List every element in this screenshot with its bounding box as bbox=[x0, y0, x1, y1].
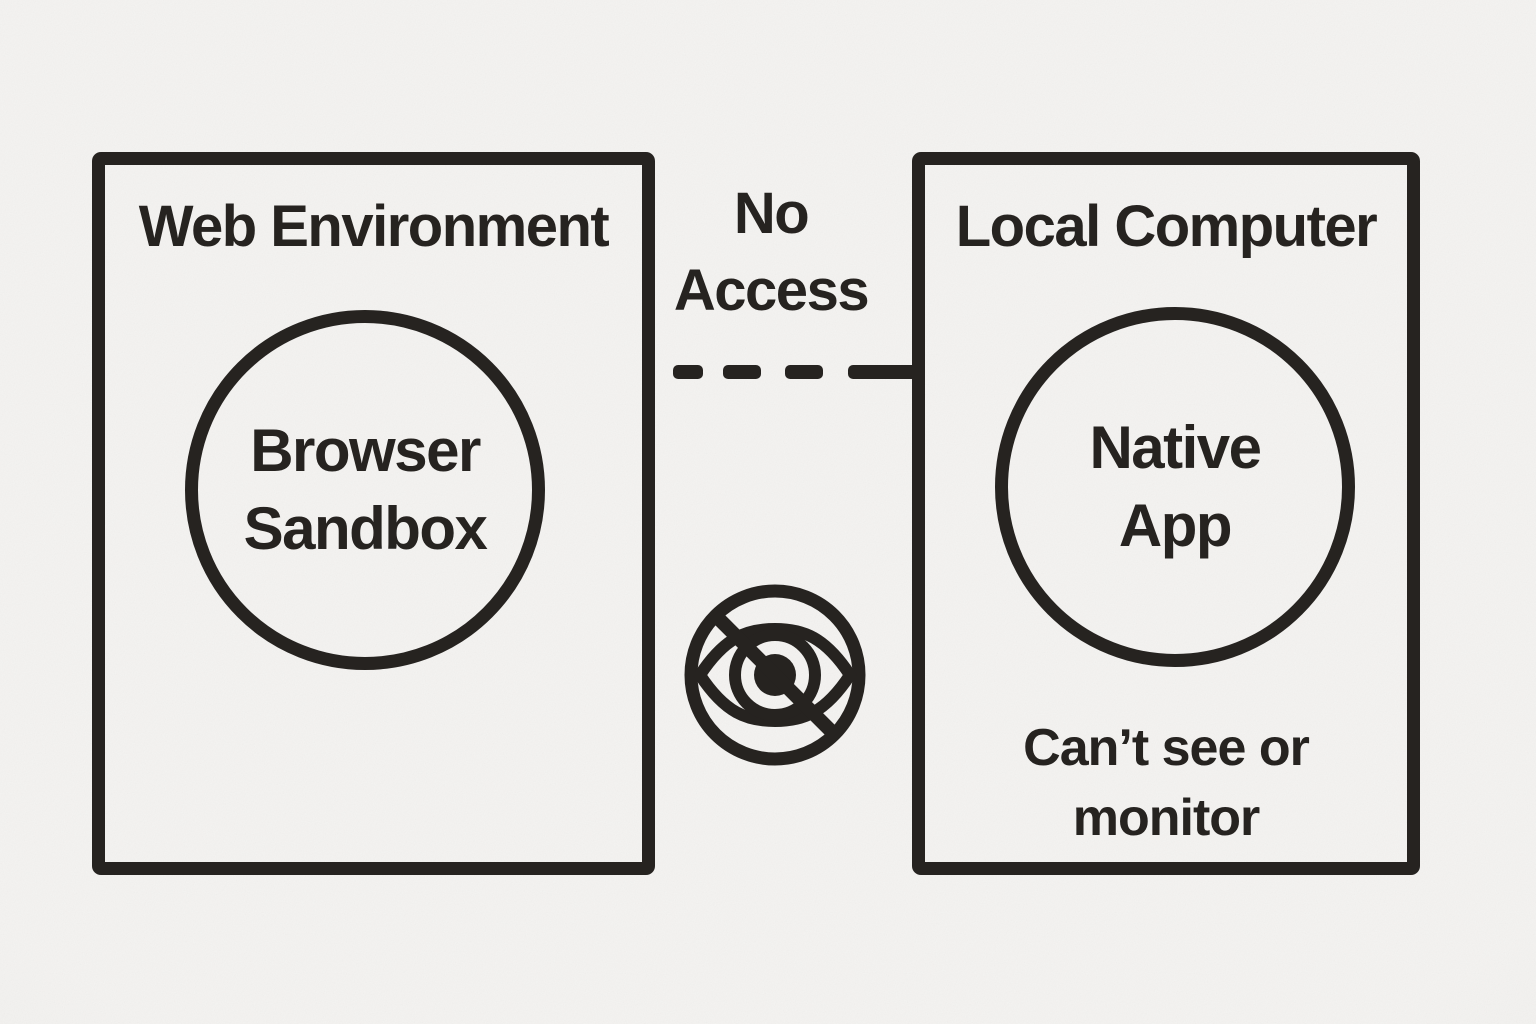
dash-segment bbox=[785, 365, 823, 379]
browser-sandbox-label-line2: Sandbox bbox=[243, 495, 488, 562]
no-access-label-line2: Access bbox=[673, 257, 870, 323]
no-access-label-line1: No bbox=[733, 181, 810, 246]
caption-line2: monitor bbox=[1072, 789, 1261, 848]
dash-segment bbox=[673, 365, 703, 379]
no-access-label: No Access bbox=[640, 176, 902, 329]
native-app-label-line2: App bbox=[1118, 492, 1233, 559]
browser-sandbox-label-line1: Browser bbox=[250, 417, 481, 484]
dash-segment bbox=[848, 365, 914, 379]
caption-line1: Can’t see or bbox=[1023, 719, 1310, 777]
native-app-label-line1: Native bbox=[1089, 414, 1262, 481]
no-access-dashed-connector bbox=[673, 365, 914, 379]
web-environment-box: Web Environment Browser Sandbox bbox=[92, 152, 655, 875]
local-computer-box: Local Computer Native App Can’t see or m… bbox=[912, 152, 1420, 875]
eye-slash-icon bbox=[684, 584, 866, 766]
local-computer-title: Local Computer bbox=[955, 194, 1378, 259]
browser-sandbox-circle: Browser Sandbox bbox=[185, 310, 545, 670]
native-app-circle: Native App bbox=[995, 307, 1355, 667]
web-environment-title: Web Environment bbox=[138, 194, 610, 259]
dash-segment bbox=[723, 365, 761, 379]
cant-see-or-monitor-caption: Can’t see or monitor bbox=[925, 713, 1407, 853]
